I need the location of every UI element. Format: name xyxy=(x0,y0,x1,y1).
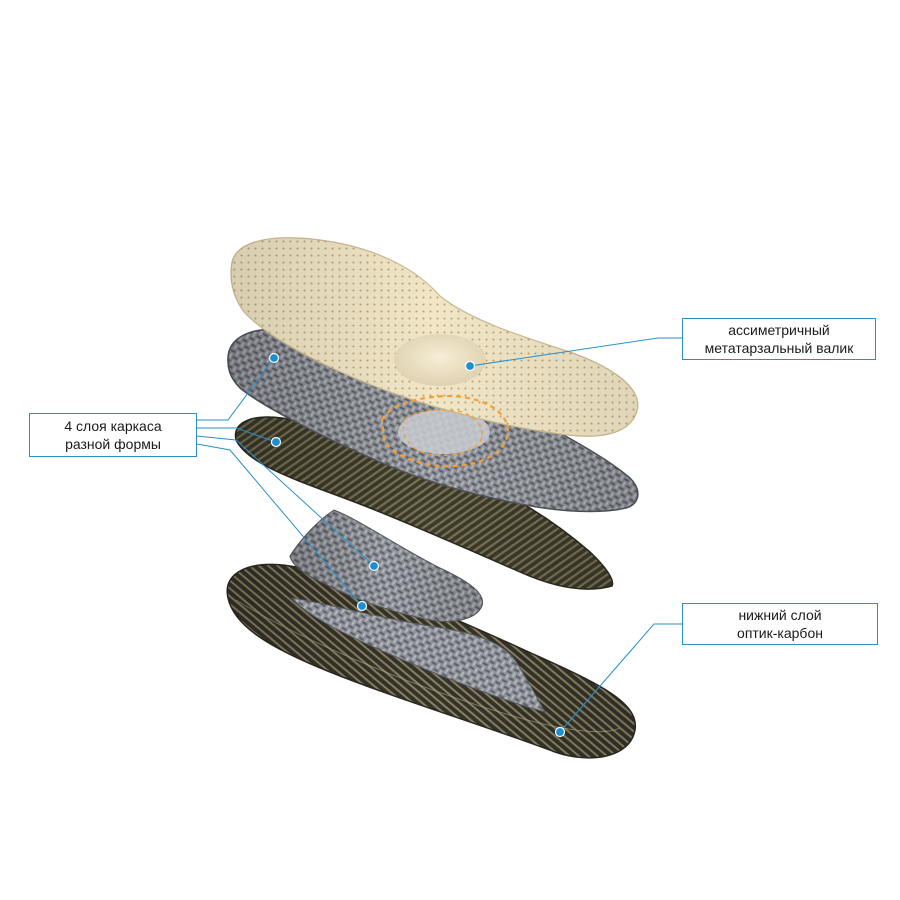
grey-mesh-layer xyxy=(227,328,639,513)
callout-frame-line2: разной формы xyxy=(65,436,161,452)
marker-layer-3 xyxy=(368,560,380,572)
callout-bottom-line2: оптик-карбон xyxy=(737,625,823,641)
marker-layer-4 xyxy=(356,600,368,612)
callout-frame-line1: 4 слоя каркаса xyxy=(64,418,162,434)
callout-bottom-line1: нижний слой xyxy=(738,607,822,623)
perforated-top-layer xyxy=(230,237,639,437)
marker-dots xyxy=(268,352,566,738)
callout-frame-layers: 4 слоя каркаса разной формы xyxy=(29,413,197,457)
metatarsal-pad xyxy=(394,334,486,386)
callout-bottom-layer: нижний слой оптик-карбон xyxy=(682,603,878,645)
marker-metatarsal xyxy=(464,360,476,372)
leader-lines xyxy=(196,337,682,733)
marker-layer-1 xyxy=(268,352,280,364)
arch-mesh-piece xyxy=(289,509,484,622)
marker-bottom-layer xyxy=(554,726,566,738)
marker-layer-2 xyxy=(270,436,282,448)
mesh-insert-layer xyxy=(290,597,547,713)
callout-metatarsal-line2: метатарзальный валик xyxy=(704,340,854,356)
callout-metatarsal-line1: ассиметричный xyxy=(728,322,830,338)
callout-metatarsal-pad: ассиметричный метатарзальный валик xyxy=(682,318,876,360)
